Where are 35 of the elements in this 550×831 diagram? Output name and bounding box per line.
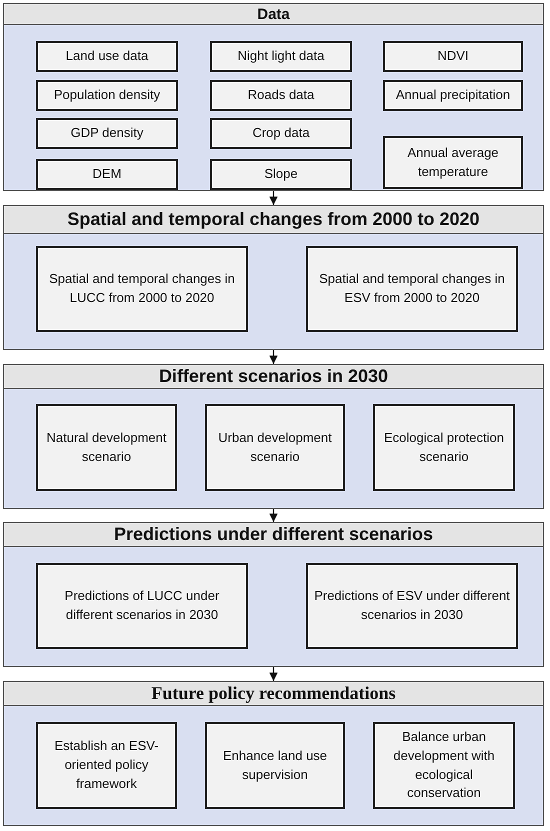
text-box: Ecological protection scenario xyxy=(373,404,515,491)
panel-title: Predictions under different scenarios xyxy=(4,523,543,547)
panel-title: Data xyxy=(4,4,543,25)
text-box: Urban development scenario xyxy=(205,404,345,491)
arrow xyxy=(269,350,278,364)
text-box: Land use data xyxy=(36,41,178,72)
text-box: Crop data xyxy=(210,118,352,149)
text-box: Roads data xyxy=(210,80,352,111)
panel xyxy=(3,205,544,350)
text-box: Slope xyxy=(210,159,352,190)
text-box: Night light data xyxy=(210,41,352,72)
arrow xyxy=(269,667,278,681)
text-box: Spatial and temporal changes in LUCC from 2000 to 2020 xyxy=(36,246,248,332)
text-box: Enhance land use supervision xyxy=(205,722,345,809)
text-box: GDP density xyxy=(36,118,178,149)
text-box: Spatial and temporal changes in ESV from 2000 to 2020 xyxy=(306,246,518,332)
panel xyxy=(3,364,544,509)
panel xyxy=(3,522,544,667)
text-box: DEM xyxy=(36,159,178,190)
panel-title: Different scenarios in 2030 xyxy=(4,365,543,389)
text-box: Natural development scenario xyxy=(36,404,177,491)
panel xyxy=(3,681,544,826)
text-box: Balance urban development with ecological conservation xyxy=(373,722,515,809)
text-box: Predictions of LUCC under different scenarios in 2030 xyxy=(36,563,248,649)
arrow xyxy=(269,509,278,522)
text-box: Establish an ESV-oriented policy framework xyxy=(36,722,177,809)
text-box: Annual precipitation xyxy=(383,80,523,111)
panel-title: Spatial and temporal changes from 2000 to 2020 xyxy=(4,206,543,234)
arrow xyxy=(269,191,278,205)
text-box: Population density xyxy=(36,80,178,111)
text-box: Annual average temperature xyxy=(383,136,523,189)
panel xyxy=(3,3,544,191)
text-box: NDVI xyxy=(383,41,523,72)
text-box: Predictions of ESV under different scenarios in 2030 xyxy=(306,563,518,649)
panel-title: Future policy recommendations xyxy=(4,682,543,706)
